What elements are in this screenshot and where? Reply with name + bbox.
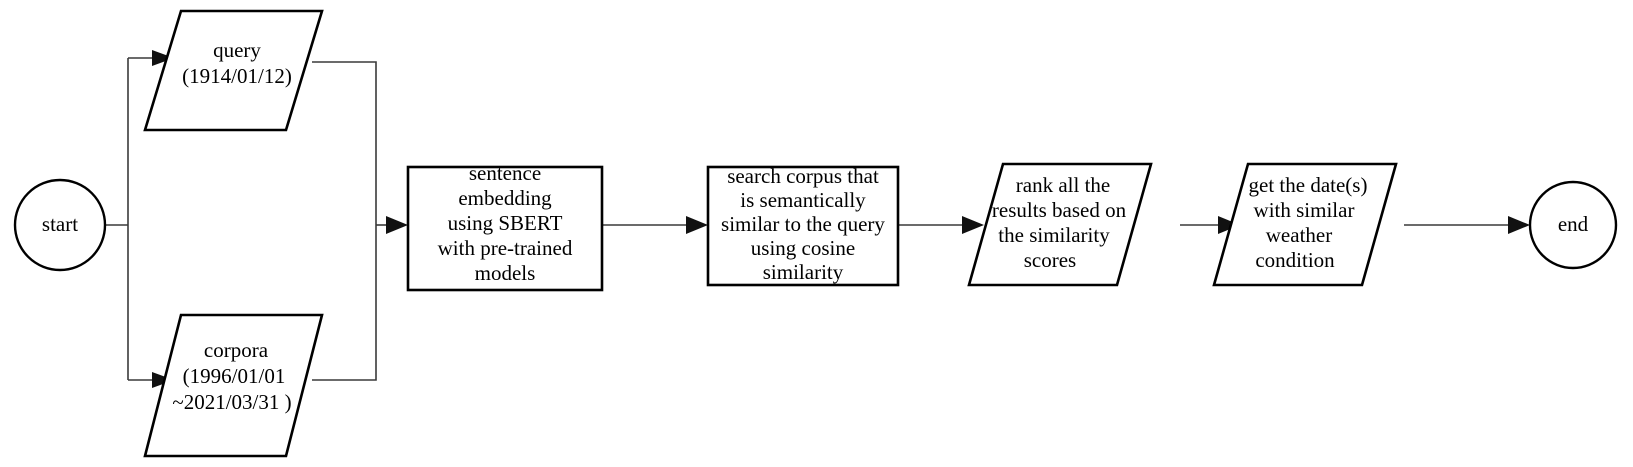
search-rectangle — [706, 165, 900, 287]
edge-rank-to-getdate — [1180, 216, 1240, 234]
rank-label-line-3: the similarity — [998, 223, 1110, 247]
edge-query-to-merge — [312, 61, 377, 225]
getdate-label-line-4: condition — [1255, 248, 1335, 272]
embedding-label-line-5: models — [475, 261, 536, 285]
getdate-label-line-3: weather — [1266, 223, 1332, 247]
start-label: start — [42, 212, 78, 236]
search-label-line-1: search corpus that — [727, 164, 879, 188]
edge-start-to-corpora — [128, 372, 174, 388]
getdate-label-line-1: get the date(s) — [1249, 173, 1368, 197]
search-label-line-2: is semantically — [740, 188, 866, 212]
rank-label-line-2: results based on — [992, 198, 1127, 222]
node-embedding[interactable]: sentence embedding using SBERT with pre-… — [406, 161, 604, 292]
node-query[interactable]: query (1914/01/12) — [143, 9, 324, 132]
search-label-line-3: similar to the query — [721, 212, 885, 236]
edge-search-to-rank — [898, 216, 984, 234]
embedding-label-line-1: sentence — [469, 161, 541, 185]
corpora-label-line-2: (1996/01/01 — [183, 364, 286, 388]
end-label: end — [1558, 212, 1589, 236]
getdate-parallelogram — [1212, 162, 1398, 287]
edge-start-to-query — [128, 50, 174, 66]
embedding-label-line-2: embedding — [458, 186, 552, 210]
node-end[interactable]: end — [1528, 180, 1618, 270]
query-label-line-2: (1914/01/12) — [182, 64, 292, 88]
edge-start-to-branch — [105, 58, 129, 380]
getdate-label-line-2: with similar — [1254, 198, 1355, 222]
rank-label-line-4: scores — [1024, 248, 1076, 272]
edge-getdate-to-end — [1404, 216, 1530, 234]
edge-embedding-to-search — [602, 216, 708, 234]
embedding-label-line-4: with pre-trained — [438, 236, 573, 260]
edge-merge-to-embedding — [376, 216, 408, 234]
embedding-label-line-3: using SBERT — [448, 211, 563, 235]
corpora-parallelogram — [143, 313, 324, 458]
corpora-label-line-1: corpora — [204, 338, 269, 362]
embedding-rectangle — [406, 165, 604, 292]
rank-label-line-1: rank all the — [1016, 173, 1110, 197]
corpora-label-line-3: ~2021/03/31 ) — [172, 390, 291, 414]
node-getdate[interactable]: get the date(s) with similar weather con… — [1212, 162, 1398, 287]
rank-parallelogram — [967, 162, 1153, 287]
node-corpora[interactable]: corpora (1996/01/01 ~2021/03/31 ) — [143, 313, 324, 458]
edge-corpora-to-merge — [312, 225, 377, 381]
query-parallelogram — [143, 9, 324, 132]
search-label-line-4: using cosine — [751, 236, 855, 260]
end-circle — [1528, 180, 1618, 270]
node-search[interactable]: search corpus that is semantically simil… — [706, 164, 900, 287]
node-rank[interactable]: rank all the results based on the simila… — [967, 162, 1153, 287]
search-label-line-5: similarity — [763, 260, 844, 284]
node-start[interactable]: start — [13, 178, 107, 272]
start-circle — [13, 178, 107, 272]
query-label-line-1: query — [213, 38, 261, 62]
